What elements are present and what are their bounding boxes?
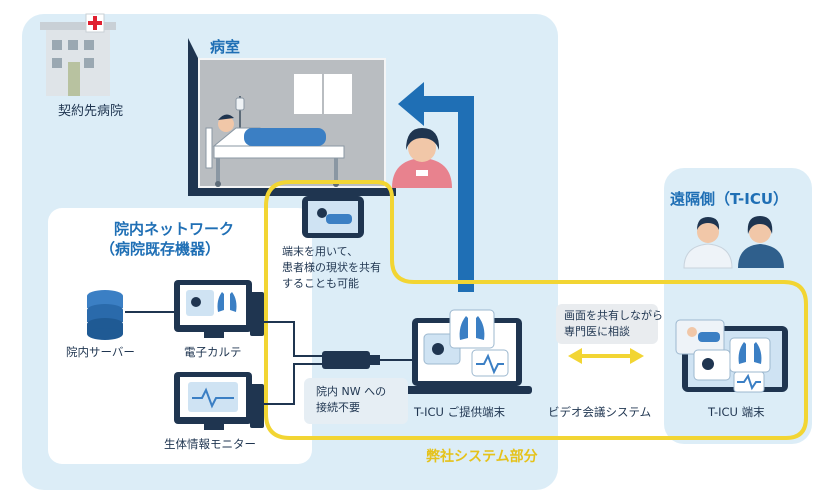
system-label: 弊社システム部分 xyxy=(426,449,538,465)
system-boundary xyxy=(264,180,808,440)
network-title-1: 院内ネットワーク xyxy=(114,220,235,238)
hospital-building-icon xyxy=(40,13,116,96)
upload-arrow xyxy=(398,82,474,292)
emr-label: 電子カルテ xyxy=(184,345,242,359)
vital-monitor-label: 生体情報モニター xyxy=(164,437,256,451)
remote-tablet-icon xyxy=(675,319,788,393)
remote-label: 遠隔側（T-ICU） xyxy=(670,190,789,208)
tablet-note-line1: 端末を用いて、 xyxy=(282,245,359,258)
patient-tablet-icon xyxy=(302,196,364,238)
share-line2: 専門医に相談 xyxy=(564,325,630,338)
share-line1: 画面を共有しながら xyxy=(564,309,663,322)
server-label: 院内サーバー xyxy=(66,345,135,359)
bidirectional-arrow xyxy=(568,348,644,364)
remote-area xyxy=(664,168,812,444)
nurse-icon xyxy=(392,128,452,188)
provided-laptop-icon xyxy=(402,309,532,394)
room-label: 病室 xyxy=(210,38,241,56)
emr-monitor-icon xyxy=(174,280,264,338)
no-nw-bubble xyxy=(304,378,408,424)
doctor-icon-1 xyxy=(683,217,733,269)
tablet-note-line2: 患者様の現状を共有 xyxy=(282,261,381,274)
usb-adapter-icon xyxy=(322,351,380,369)
video-label: ビデオ会議システム xyxy=(548,405,652,419)
room-illustration xyxy=(188,38,396,196)
hospital-label: 契約先病院 xyxy=(58,104,124,119)
tablet-note-line3: することも可能 xyxy=(282,277,359,290)
provided-terminal-label: T-ICU ご提供端末 xyxy=(414,405,506,419)
share-bubble xyxy=(556,304,658,344)
doctor-icon-2 xyxy=(738,216,784,268)
server-icon xyxy=(87,290,123,340)
vital-monitor-icon xyxy=(174,372,264,430)
remote-terminal-label: T-ICU 端末 xyxy=(708,405,765,419)
network-title-2: （病院既存機器） xyxy=(100,240,221,258)
no-nw-line2: 接続不要 xyxy=(316,401,360,414)
no-nw-line1: 院内 NW への xyxy=(316,385,387,398)
